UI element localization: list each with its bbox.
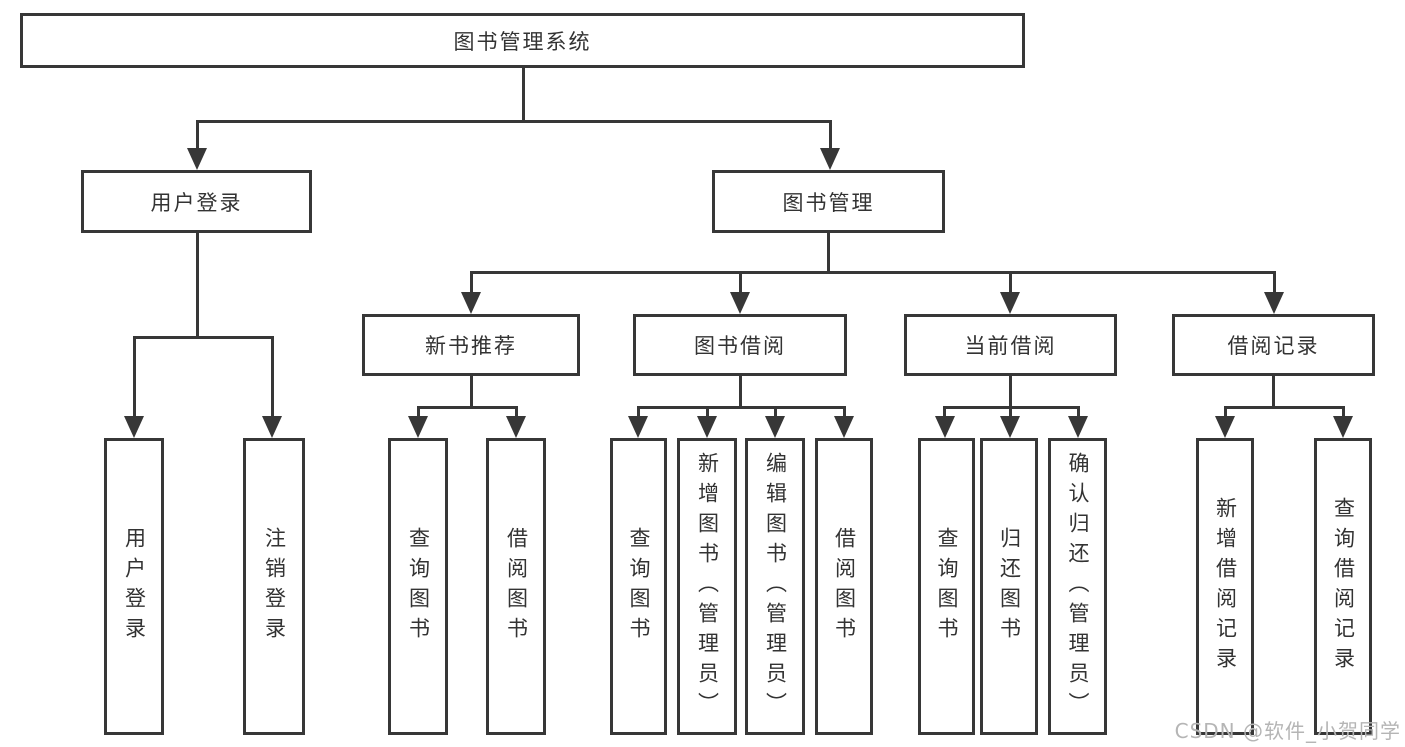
leaf-borrow-edit-admin-label: 编辑图书（管理员） <box>763 451 788 722</box>
line-vertical <box>1008 376 1012 406</box>
arrowhead-down-icon <box>834 416 854 438</box>
leaf-record-query-label: 查询借阅记录 <box>1331 496 1356 677</box>
leaf-record-add: 新增借阅记录 <box>1196 438 1254 735</box>
leaf-newbook-query-label: 查询图书 <box>406 526 431 647</box>
leaf-newbook-borrow-label: 借阅图书 <box>504 526 529 647</box>
node-user-login: 用户登录 <box>81 170 312 233</box>
line-vertical <box>1223 406 1227 416</box>
arrowhead-down-icon <box>262 416 282 438</box>
line-vertical <box>827 233 830 271</box>
arrowhead-down-icon <box>765 416 785 438</box>
node-new-book-recommend: 新书推荐 <box>362 314 580 376</box>
arrowhead-down-icon <box>628 416 648 438</box>
leaf-user-login: 用户登录 <box>104 438 164 735</box>
arrowhead-down-icon <box>935 416 955 438</box>
line-vertical <box>738 271 742 292</box>
line-horizontal <box>132 336 274 339</box>
line-horizontal <box>195 120 832 123</box>
line-vertical <box>416 406 420 416</box>
arrowhead-down-icon <box>506 416 526 438</box>
node-library-system-label: 图书管理系统 <box>453 29 592 54</box>
leaf-logout: 注销登录 <box>243 438 305 735</box>
leaf-borrow-book: 借阅图书 <box>815 438 873 735</box>
line-vertical <box>943 406 946 416</box>
line-horizontal <box>416 406 518 409</box>
leaf-newbook-borrow: 借阅图书 <box>486 438 546 735</box>
line-vertical <box>195 233 199 336</box>
leaf-current-query: 查询图书 <box>918 438 975 735</box>
arrowhead-down-icon <box>1000 292 1020 314</box>
leaf-borrow-edit-admin: 编辑图书（管理员） <box>745 438 805 735</box>
leaf-user-login-label: 用户登录 <box>122 526 147 647</box>
line-vertical <box>1008 271 1012 292</box>
line-vertical <box>705 406 709 416</box>
node-book-borrow-label: 图书借阅 <box>694 334 786 358</box>
leaf-current-confirm-admin-label: 确认归还（管理员） <box>1066 451 1090 722</box>
node-new-book-recommend-label: 新书推荐 <box>425 334 517 358</box>
line-vertical <box>469 376 473 406</box>
node-user-login-label: 用户登录 <box>150 190 243 215</box>
leaf-borrow-query: 查询图书 <box>610 438 667 735</box>
node-current-borrow-label: 当前借阅 <box>964 334 1057 358</box>
line-horizontal <box>943 406 1080 409</box>
line-horizontal <box>636 406 846 409</box>
arrowhead-down-icon <box>461 292 481 314</box>
arrowhead-down-icon <box>730 292 750 314</box>
line-vertical <box>1077 406 1080 416</box>
line-vertical <box>842 406 846 416</box>
arrowhead-down-icon <box>1333 416 1353 438</box>
line-vertical <box>195 120 199 148</box>
node-borrow-record-label: 借阅记录 <box>1227 334 1320 358</box>
csdn-watermark: CSDN @软件_小贺同学 <box>1174 719 1401 743</box>
line-vertical <box>1272 271 1276 292</box>
node-library-system: 图书管理系统 <box>20 13 1025 68</box>
node-book-management-label: 图书管理 <box>782 190 875 215</box>
line-horizontal <box>469 271 1276 274</box>
line-vertical <box>132 336 136 416</box>
leaf-logout-label: 注销登录 <box>262 526 287 647</box>
leaf-current-return: 归还图书 <box>980 438 1038 735</box>
leaf-borrow-add-admin-label: 新增图书（管理员） <box>695 451 720 722</box>
arrowhead-down-icon <box>820 148 840 170</box>
node-borrow-record: 借阅记录 <box>1172 314 1375 376</box>
leaf-current-query-label: 查询图书 <box>935 526 959 647</box>
leaf-current-confirm-admin: 确认归还（管理员） <box>1048 438 1107 735</box>
arrowhead-down-icon <box>187 148 207 170</box>
arrowhead-down-icon <box>408 416 428 438</box>
line-vertical <box>773 406 777 416</box>
leaf-borrow-add-admin: 新增图书（管理员） <box>677 438 737 735</box>
line-vertical <box>828 120 832 148</box>
leaf-record-query: 查询借阅记录 <box>1314 438 1372 735</box>
node-book-management: 图书管理 <box>712 170 945 233</box>
line-horizontal <box>1223 406 1345 409</box>
line-vertical <box>1341 406 1345 416</box>
leaf-current-return-label: 归还图书 <box>997 526 1022 647</box>
arrowhead-down-icon <box>124 416 144 438</box>
line-vertical <box>469 271 473 292</box>
line-vertical <box>1271 376 1275 406</box>
line-vertical <box>636 406 640 416</box>
leaf-borrow-book-label: 借阅图书 <box>832 526 857 647</box>
arrowhead-down-icon <box>1264 292 1284 314</box>
line-vertical <box>514 406 518 416</box>
node-current-borrow: 当前借阅 <box>904 314 1117 376</box>
line-vertical <box>270 336 274 416</box>
arrowhead-down-icon <box>1068 416 1088 438</box>
line-vertical <box>738 376 742 406</box>
line-vertical <box>1008 406 1012 416</box>
leaf-newbook-query: 查询图书 <box>388 438 448 735</box>
node-book-borrow: 图书借阅 <box>633 314 847 376</box>
arrowhead-down-icon <box>1000 416 1020 438</box>
arrowhead-down-icon <box>697 416 717 438</box>
leaf-borrow-query-label: 查询图书 <box>627 526 651 647</box>
leaf-record-add-label: 新增借阅记录 <box>1213 496 1238 677</box>
line-vertical <box>521 68 525 120</box>
arrowhead-down-icon <box>1215 416 1235 438</box>
